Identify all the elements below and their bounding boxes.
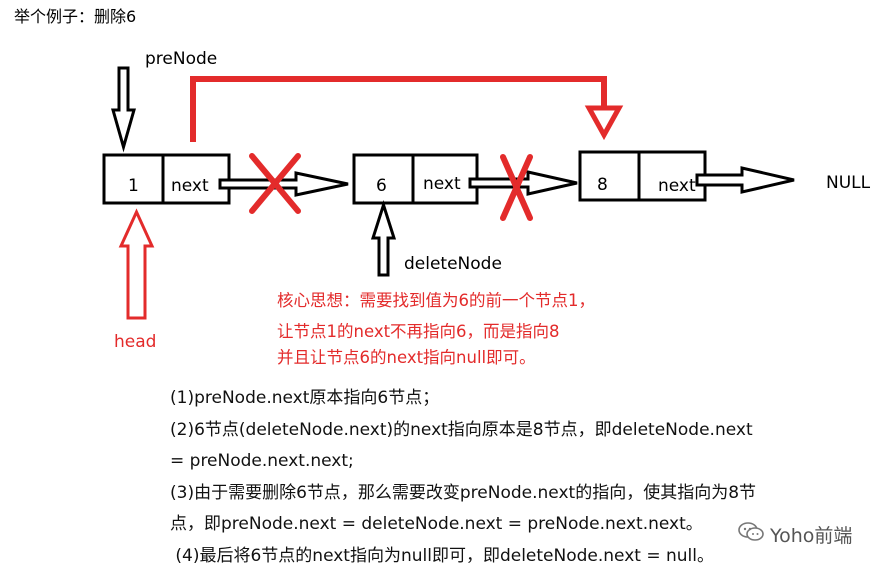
arrow-8-to-null (695, 166, 795, 194)
explanation-line-2: (2)6节点(deleteNode.next)的next指向原本是8节点，即de… (170, 419, 753, 440)
watermark: Yoho前端 (738, 520, 852, 548)
explanation-line-1: (1)preNode.next原本指向6节点； (170, 388, 440, 408)
cross-1-to-6-b (249, 153, 301, 214)
node-1-value: 1 (128, 176, 139, 196)
explanation-block: (1)preNode.next原本指向6节点； (2)6节点(deleteNod… (170, 383, 870, 572)
node-1-value-cell (102, 153, 165, 205)
explanation-line-5: 点，即preNode.next = deleteNode.next = preN… (170, 514, 703, 534)
arrow-1-to-6 (218, 171, 349, 197)
null-label: NULL (826, 173, 871, 193)
wechat-icon (738, 521, 764, 548)
deletenode-arrow (370, 200, 397, 277)
explanation-line-3: = preNode.next.next; (170, 451, 354, 471)
cross-6-to-8-b (500, 154, 533, 221)
redirect-arrow-head (584, 105, 624, 141)
arrow-6-to-8 (468, 170, 578, 196)
node-6-value-cell (352, 153, 415, 205)
core-idea-line-2: 让节点1的next不再指向6，而是指向8 (277, 322, 560, 341)
watermark-text: Yoho前端 (770, 524, 853, 547)
node-6-value: 6 (376, 176, 387, 196)
node-8-next-label: next (658, 176, 696, 196)
node-6-next-label: next (423, 174, 461, 194)
explanation-line-6: (4)最后将6节点的next指向为null即可，即deleteNode.next… (170, 545, 714, 566)
node-8-value: 8 (597, 175, 608, 195)
core-idea-line-3: 并且让节点6的next指向null即可。 (277, 348, 536, 367)
head-label: head (114, 332, 156, 352)
prenode-arrow (111, 66, 136, 153)
core-idea-line-1: 核心思想：需要找到值为6的前一个节点1， (277, 291, 595, 310)
redirect-path (190, 76, 607, 142)
node-1-next-label: next (171, 176, 209, 196)
node-8-value-cell (578, 150, 641, 202)
prenode-label: preNode (145, 49, 217, 69)
node-1-next-cell (161, 153, 231, 205)
node-8-next-cell (637, 150, 707, 202)
head-arrow (118, 208, 155, 320)
diagram-title: 举个例子：删除6 (14, 7, 136, 26)
explanation-line-4: (3)由于需要删除6节点，那么需要改变preNode.next的指向，使其指向为… (170, 482, 757, 503)
deletenode-label: deleteNode (404, 254, 502, 274)
node-6-next-cell (411, 153, 479, 205)
